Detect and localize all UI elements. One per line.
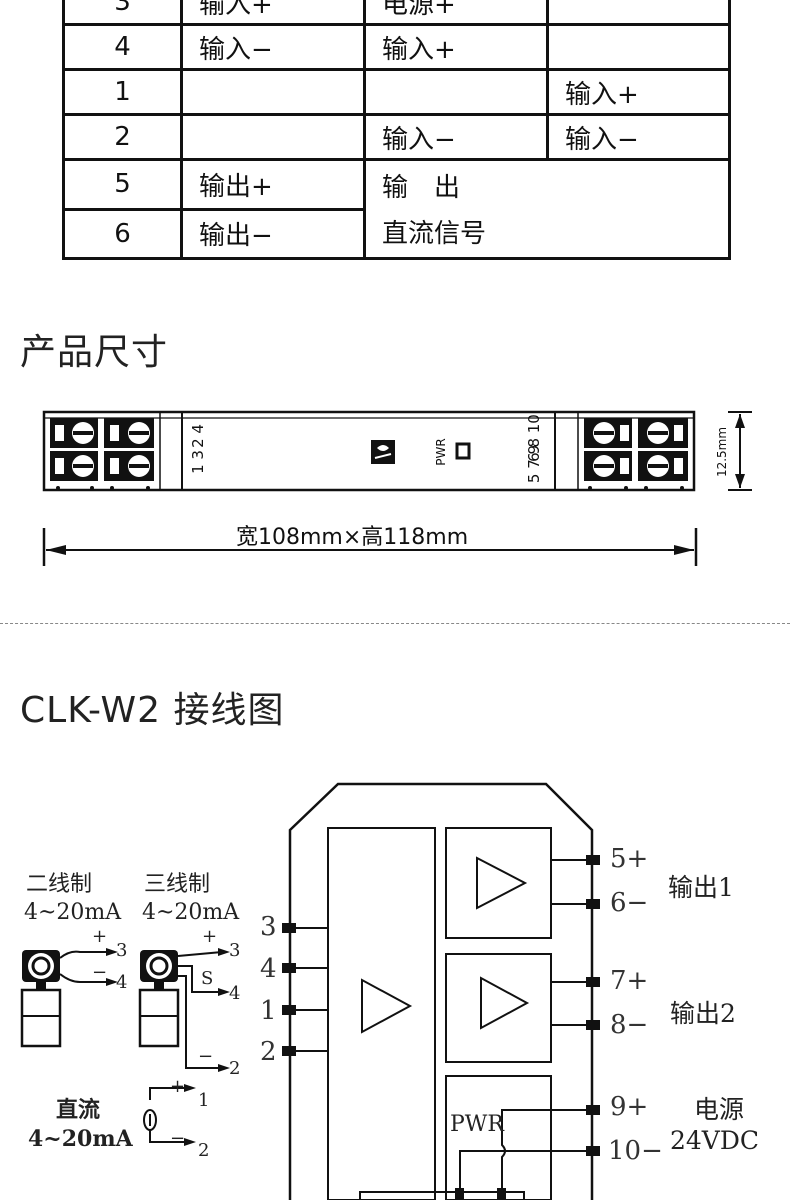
output2-amplifier-icon (480, 976, 530, 1030)
2w-plus: + (92, 926, 108, 947)
input-terminals (282, 923, 328, 1056)
table-cell: 输出+ (180, 158, 366, 211)
three-wire-transmitter-icon (138, 950, 180, 1048)
table-cell (363, 68, 549, 116)
3w-plus: + (202, 926, 218, 947)
table-cell: 输入+ (363, 23, 549, 71)
table-cell: 电源+ (363, 0, 549, 26)
table-row: 6 输出− (62, 207, 730, 260)
table-cell (546, 0, 731, 26)
merged-line-2: 直流信号 (382, 219, 487, 249)
table-cell (180, 113, 366, 161)
output-terminal-label: 6− (610, 888, 649, 918)
thickness-label: 12.5mm (715, 427, 729, 477)
output-terminal-label: 7+ (610, 966, 649, 996)
terminal-table: 3 输入+ 电源+ 4 输入− 输入+ 1 输入+ 2 输入− 输入− 5 输出… (62, 0, 731, 260)
section-divider (0, 623, 790, 624)
table-cell (546, 23, 731, 71)
three-wire-range: 4~20mA (142, 900, 240, 925)
terminal-number: 4 (62, 23, 183, 71)
3w-minus: − (198, 1046, 214, 1067)
2w-terminal-3: 3 (116, 940, 128, 961)
terminal-number: 5 (62, 158, 183, 211)
size-label: 宽108mm×高118mm (236, 525, 469, 550)
dc-range: 4~20mA (28, 1126, 133, 1152)
input-terminal-label: 3 (260, 912, 277, 942)
left-terminal-label-top: 2 4 (189, 424, 207, 448)
3w-terminal-4: 4 (229, 983, 241, 1004)
pwr-label: PWR (450, 1112, 504, 1137)
two-wire-range: 4~20mA (24, 900, 122, 925)
right-terminal-block (584, 418, 688, 481)
table-cell: 输出− (180, 207, 366, 260)
dc-terminal-2: 2 (198, 1140, 210, 1161)
input-terminal-label: 4 (260, 954, 277, 984)
table-row: 5 输出+ 输 出 直流信号 (62, 158, 731, 260)
input-amplifier-icon (361, 978, 413, 1034)
input-terminal-label: 1 (260, 996, 277, 1026)
output-terminal-label: 9+ (610, 1092, 649, 1122)
output1-amplifier-icon (476, 856, 528, 910)
output-terminals (551, 855, 600, 1156)
terminal-number: 2 (62, 113, 183, 161)
output2-label: 输出2 (670, 999, 736, 1028)
terminal-number: 3 (62, 0, 183, 26)
power-value: 24VDC (670, 1126, 760, 1155)
merged-line-1: 输 出 (382, 173, 461, 203)
table-cell: 输入− (546, 113, 731, 161)
module-side-view: 2 4 1 3 6 8 10 5 7 9 PWR 12.5mm (42, 410, 752, 566)
left-terminal-label-bottom: 1 3 (189, 450, 207, 474)
pwr-led-icon (455, 442, 471, 460)
table-cell: 输入− (180, 23, 366, 71)
table-row: 1 输入+ (62, 68, 731, 116)
dc-terminal-1: 1 (198, 1090, 210, 1111)
input-terminal-label: 2 (260, 1037, 277, 1067)
output1-label: 输出1 (668, 873, 734, 902)
output-terminal-label: 10− (608, 1136, 663, 1166)
2w-minus: − (92, 962, 108, 983)
table-row: 3 输入+ 电源+ (62, 0, 731, 26)
wiring-diagram (20, 782, 600, 1200)
table-row: 4 输入− 输入+ (62, 23, 731, 71)
wiring-title: CLK-W2 接线图 (20, 690, 285, 731)
left-terminal-block (50, 418, 154, 481)
output-terminal-label: 8− (610, 1010, 649, 1040)
table-row: 2 输入− 输入− (62, 113, 731, 161)
current-source-icon (143, 1084, 196, 1146)
dc-label: 直流 (56, 1097, 101, 1123)
dimensions-title: 产品尺寸 (20, 332, 169, 373)
two-wire-transmitter-icon (20, 950, 62, 1048)
terminal-number: 6 (62, 207, 183, 260)
terminal-number: 1 (62, 68, 183, 116)
3w-signal: S (201, 968, 214, 989)
table-cell: 输入+ (180, 0, 366, 26)
3w-terminal-3: 3 (229, 940, 241, 961)
right-terminal-label-top: 6 8 10 (525, 414, 543, 462)
three-wire-label: 三线制 (144, 872, 211, 897)
brand-logo-icon (371, 440, 395, 464)
output-terminal-label: 5+ (610, 844, 649, 874)
table-cell (180, 68, 366, 116)
3w-terminal-2: 2 (229, 1058, 241, 1079)
dc-minus: − (170, 1128, 186, 1149)
module-pwr-label: PWR (434, 438, 448, 465)
two-wire-label: 二线制 (26, 872, 93, 897)
power-label: 电源 (694, 1095, 745, 1124)
merged-cell: 输 出 直流信号 (363, 158, 731, 260)
2w-terminal-4: 4 (116, 972, 128, 993)
dc-plus: + (170, 1076, 186, 1097)
right-terminal-label-bottom: 5 7 9 (525, 445, 543, 483)
table-cell: 输入− (363, 113, 549, 161)
table-cell: 输入+ (546, 68, 731, 116)
